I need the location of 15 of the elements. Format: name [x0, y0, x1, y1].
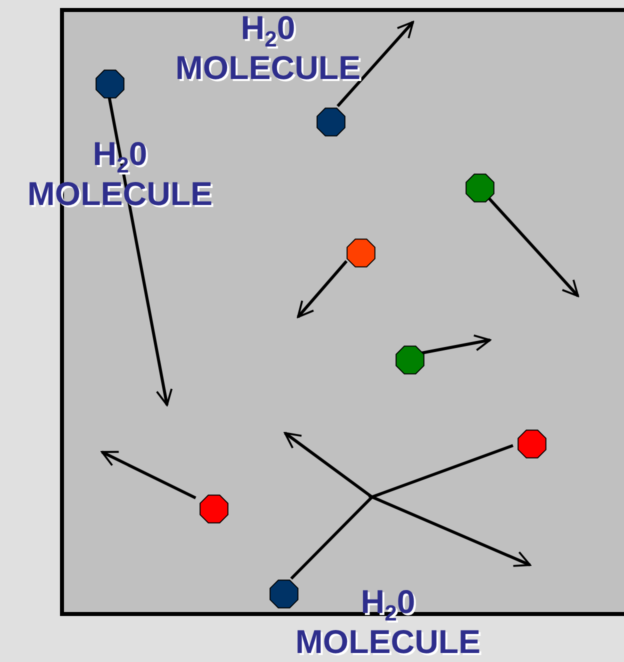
arrow	[296, 260, 348, 318]
arrow	[284, 432, 374, 580]
molecule-octagon	[198, 493, 230, 525]
molecule-octagon	[268, 578, 300, 610]
arrow	[421, 334, 491, 354]
molecule-octagon	[464, 172, 496, 204]
molecule-label: H$_{2}$0 MOLECULE	[174, 8, 362, 88]
arrow	[336, 21, 414, 108]
molecule-octagon	[516, 428, 548, 460]
molecule-octagon	[345, 237, 377, 269]
molecule-octagon	[394, 344, 426, 376]
arrow	[368, 444, 531, 567]
molecule-octagon	[94, 68, 126, 100]
arrow	[101, 450, 196, 500]
molecule-octagon	[315, 106, 347, 138]
